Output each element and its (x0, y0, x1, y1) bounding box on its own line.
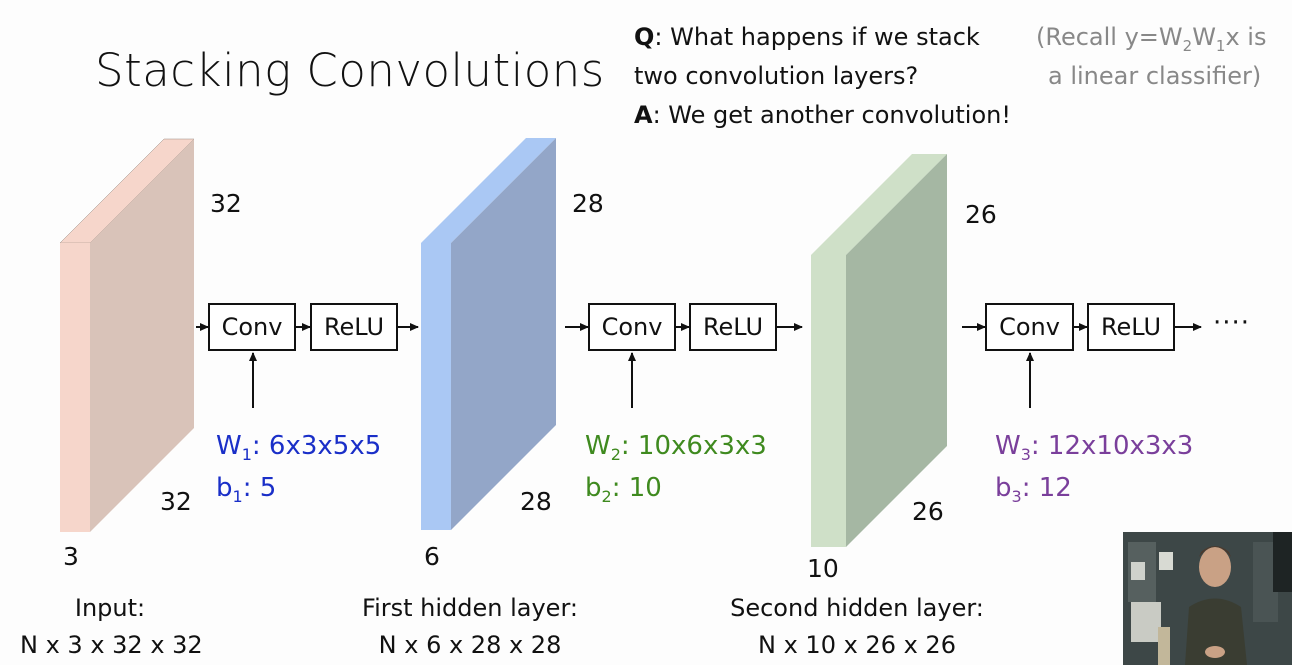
b1-value: : 5 (242, 473, 277, 503)
w3-label: W3: 12x10x3x3 (995, 424, 1193, 477)
b2-symbol: b (585, 473, 602, 503)
hidden1-caption-shape: N x 6 x 28 x 28 (378, 631, 562, 659)
presenter-video-frame (1123, 532, 1292, 665)
input-height-label: 32 (210, 189, 242, 218)
input-volume (59, 138, 195, 532)
hidden2-caption: Second hidden layer: N x 10 x 26 x 26 (712, 590, 1002, 664)
w1-value: : 6x3x5x5 (251, 431, 382, 461)
continuation-ellipsis: ···· (1213, 308, 1251, 338)
hidden1-volume-front (421, 243, 451, 530)
relu1-box: ReLU (310, 303, 398, 351)
b2-value: : 10 (611, 473, 662, 503)
hidden2-volume-top (811, 154, 947, 255)
hidden1-volume-side (451, 138, 556, 530)
b1-subscript: 1 (232, 487, 243, 507)
recall-sub-2: 2 (1182, 36, 1193, 55)
w2-symbol: W (585, 431, 611, 461)
w1-label: W1: 6x3x5x5 (216, 424, 381, 477)
hidden2-volume (811, 154, 947, 547)
b2-label: b2: 10 (585, 466, 662, 519)
w2-label: W2: 10x6x3x3 (585, 424, 767, 477)
question-line-2: two convolution layers? (634, 62, 919, 90)
question-text-1: : What happens if we stack (654, 23, 980, 51)
recall-text-b: W (1192, 23, 1216, 51)
relu2-box: ReLU (689, 303, 777, 351)
w1-subscript: 1 (241, 445, 252, 465)
b3-symbol: b (995, 473, 1012, 503)
hidden1-volume-top (421, 138, 556, 243)
w3-symbol: W (995, 431, 1021, 461)
answer-text: : We get another convolution! (652, 101, 1011, 129)
conv2-box: Conv (588, 303, 676, 351)
hidden1-height-label: 28 (572, 189, 604, 218)
hidden1-volume (421, 138, 556, 530)
input-depth-label: 3 (63, 542, 79, 571)
hidden2-width-label: 26 (912, 497, 944, 526)
presenter-webcam-inset (1123, 532, 1292, 665)
hidden2-depth-label: 10 (807, 554, 839, 583)
recall-text-c: x is (1225, 23, 1267, 51)
input-volume-side (90, 139, 194, 532)
conv1-box: Conv (208, 303, 296, 351)
question-line-1: Q: What happens if we stack (634, 18, 980, 57)
hidden2-volume-side (846, 154, 947, 547)
recall-text-a: (Recall y=W (1036, 23, 1183, 51)
b3-subscript: 3 (1011, 487, 1022, 507)
w2-value: : 10x6x3x3 (620, 431, 767, 461)
hidden1-caption-title: First hidden layer: (362, 594, 578, 622)
b3-label: b3: 12 (995, 466, 1072, 519)
hidden2-caption-title: Second hidden layer: (730, 594, 984, 622)
recall-line-1: (Recall y=W2W1x is (1036, 18, 1266, 66)
b2-subscript: 2 (601, 487, 612, 507)
input-width-label: 32 (160, 487, 192, 516)
recall-line-2: a linear classifier) (1048, 62, 1262, 90)
answer-label: A (634, 101, 653, 129)
question-label: Q (634, 23, 655, 51)
hidden1-width-label: 28 (520, 487, 552, 516)
b1-label: b1: 5 (216, 466, 276, 519)
conv3-box: Conv (985, 303, 1074, 351)
b1-symbol: b (216, 473, 233, 503)
slide-title: Stacking Convolutions (95, 44, 605, 97)
hidden1-caption: First hidden layer: N x 6 x 28 x 28 (350, 590, 590, 664)
hidden2-caption-shape: N x 10 x 26 x 26 (758, 631, 956, 659)
recall-sub-1: 1 (1215, 36, 1226, 55)
input-caption-shape: N x 3 x 32 x 32 (20, 631, 203, 659)
w3-subscript: 3 (1020, 445, 1031, 465)
hidden1-depth-label: 6 (424, 542, 440, 571)
w1-symbol: W (216, 431, 242, 461)
input-volume-front (60, 243, 90, 532)
w3-value: : 12x10x3x3 (1030, 431, 1194, 461)
relu3-box: ReLU (1087, 303, 1175, 351)
hidden2-volume-front (811, 255, 846, 547)
answer-line: A: We get another convolution! (634, 96, 1011, 135)
input-caption: Input: N x 3 x 32 x 32 (20, 590, 203, 664)
b3-value: : 12 (1021, 473, 1072, 503)
input-caption-title: Input: (74, 594, 146, 622)
hidden2-height-label: 26 (965, 200, 997, 229)
w2-subscript: 2 (610, 445, 621, 465)
